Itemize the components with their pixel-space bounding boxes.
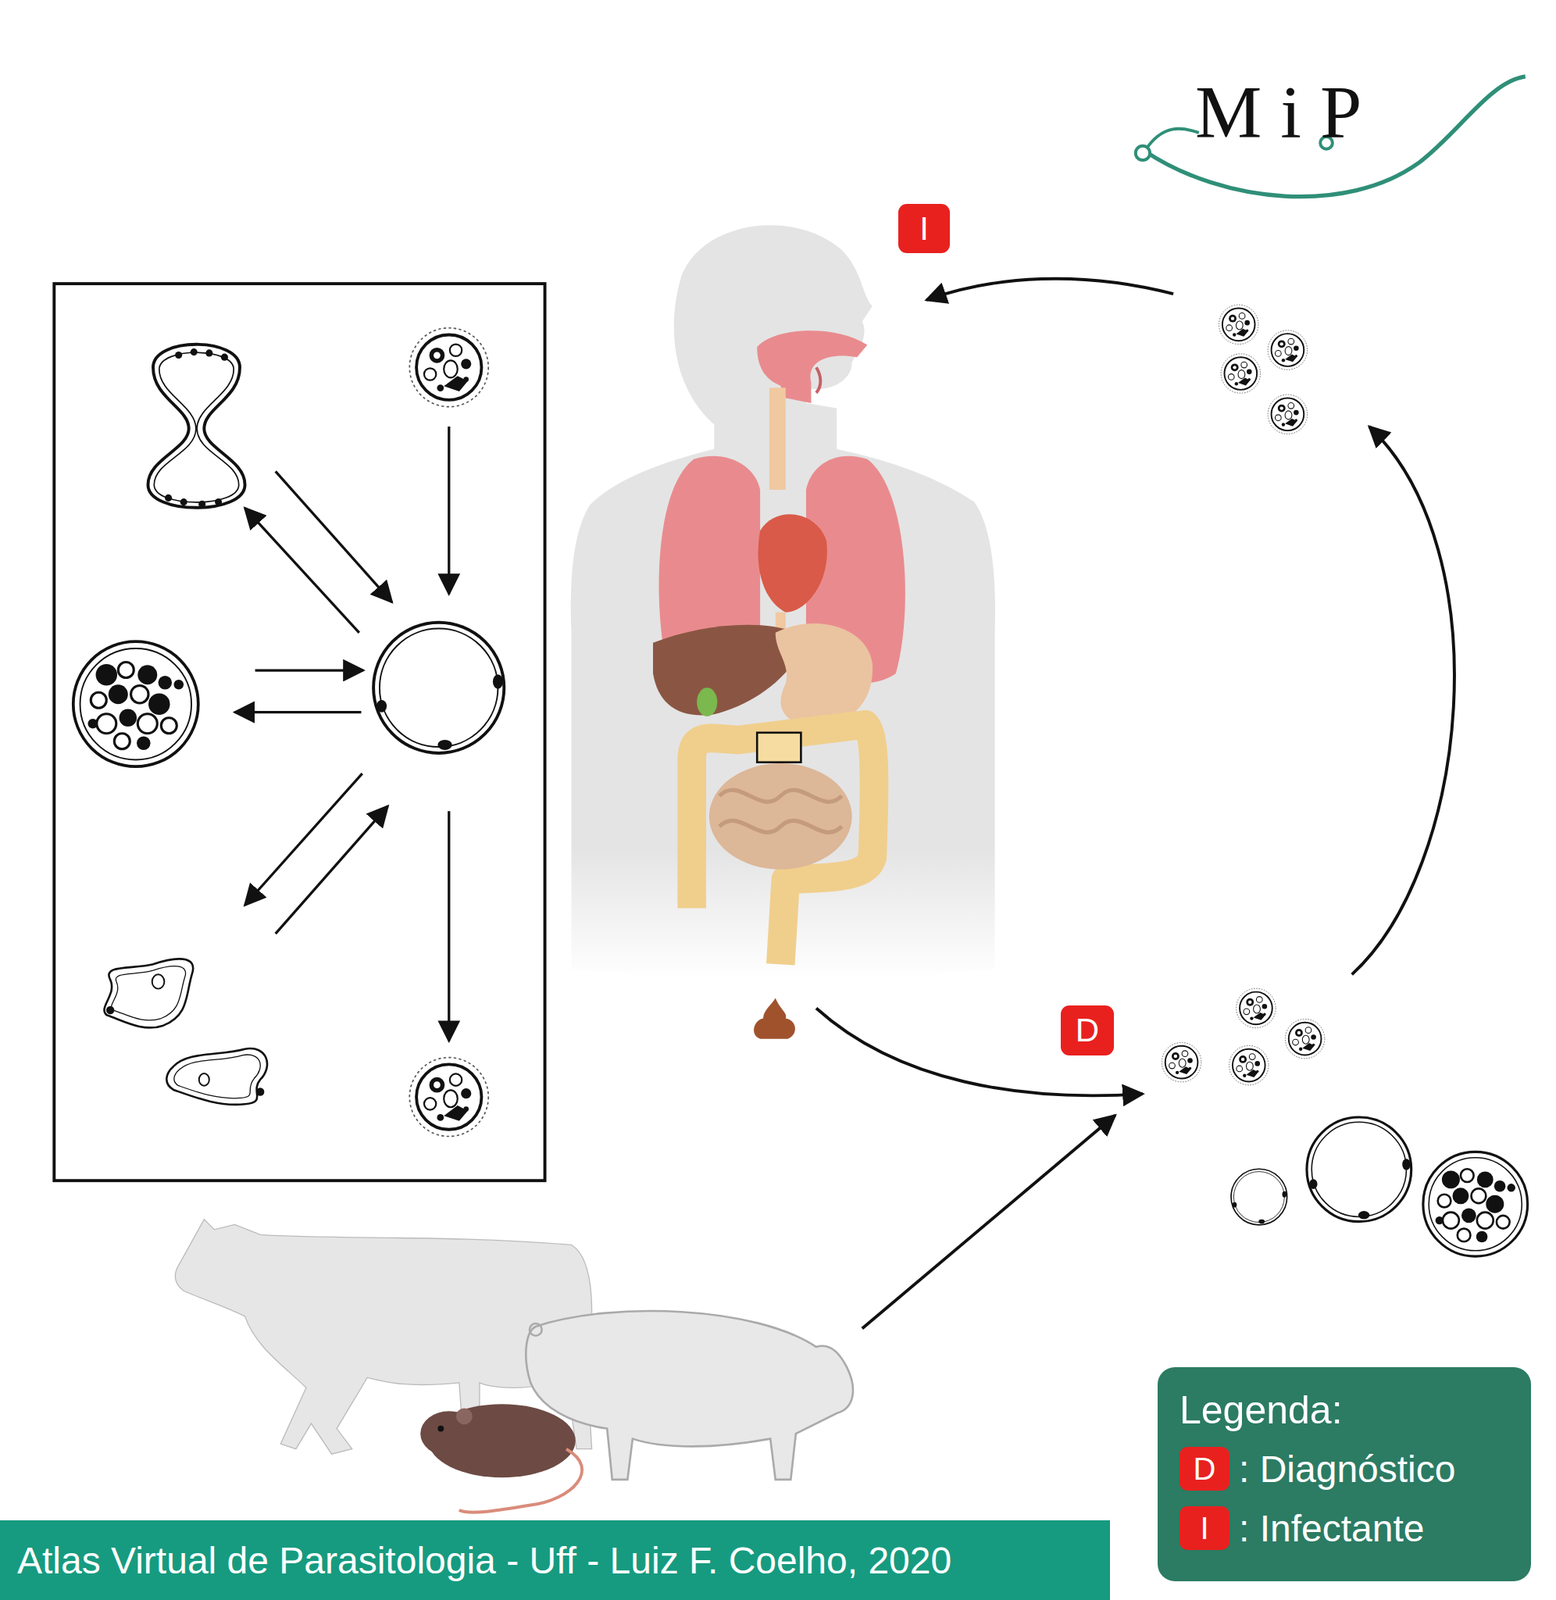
reservoir-animals <box>174 1219 853 1513</box>
human-figure <box>571 224 996 1039</box>
badge-letter: D <box>1075 1011 1100 1050</box>
legend-text: : Diagnóstico <box>1238 1447 1456 1491</box>
legend-row: I : Infectante <box>1179 1506 1425 1550</box>
cyst-groups <box>1161 304 1528 1257</box>
legend-panel: Legenda: D : DiagnósticoI : Infectante <box>1157 1366 1532 1581</box>
caption-text: Atlas Virtual de Parasitologia - Uff - L… <box>17 1538 952 1582</box>
legend-row: D : Diagnóstico <box>1179 1446 1456 1491</box>
cycle-arrows <box>816 278 1455 1329</box>
badge-box: D <box>1060 1005 1114 1056</box>
logo-text: M i P <box>1195 68 1362 156</box>
stage-panel <box>53 283 545 1181</box>
badge-letter: I <box>919 210 929 248</box>
legend-text: : Infectante <box>1238 1506 1425 1550</box>
swatch-letter: I <box>1199 1510 1209 1546</box>
legend-swatch: D <box>1179 1446 1230 1491</box>
legend-title: Legenda: <box>1179 1387 1343 1433</box>
badge-box: I <box>898 203 950 254</box>
legend-swatch: I <box>1179 1506 1230 1550</box>
caption-band: Atlas Virtual de Parasitologia - Uff - L… <box>0 1520 1110 1600</box>
swatch-letter: D <box>1193 1451 1217 1487</box>
